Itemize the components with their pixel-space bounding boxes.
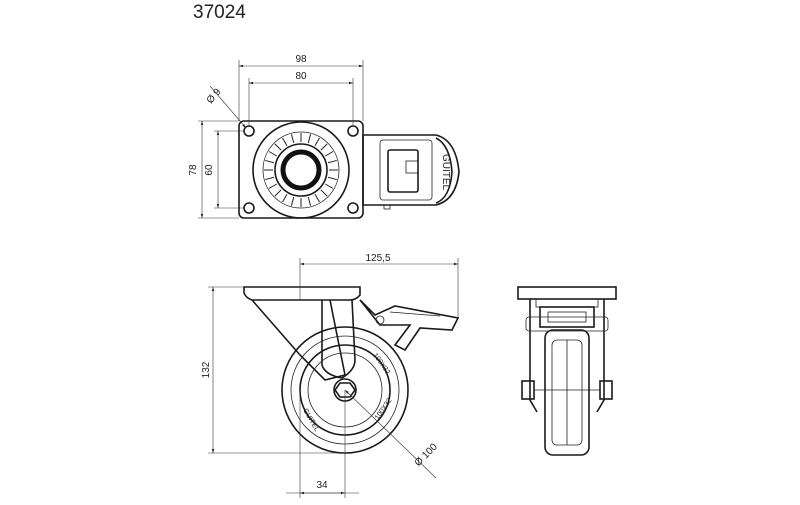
king-pin-housing [274,143,328,197]
fork-leg [251,299,346,381]
brake-latch-top [405,160,419,174]
swivel-rib [314,193,320,203]
brand-mark: GUITEL [440,154,451,191]
mount-hole-br [347,202,359,214]
fork-right [596,299,605,413]
part-number: 37024 [193,2,246,23]
swivel-rib [307,134,312,144]
brake-lever [359,299,460,352]
dim-offset: 34 [316,480,328,491]
brake-end-cap [435,137,453,204]
dim-hole-spacing-y: 60 [204,164,215,176]
swivel-rib [324,183,334,189]
dim-height: 132 [201,361,212,378]
brake-pedal-top [387,149,419,193]
front-top-plate [517,286,617,300]
swivel-rib [282,193,288,203]
fork-left [529,299,538,413]
brake-pivot [375,315,385,325]
wheel-brand-mark: GUITEL [301,408,320,433]
swivel-rib [290,196,295,206]
swivel-rib [324,151,334,157]
swivel-rib [268,183,278,189]
dim-wheel-diameter: Ø 100 [413,441,440,468]
mount-hole-bl [243,202,255,214]
swivel-ring-inner [262,131,340,209]
swivel-rib [265,176,275,181]
swivel-rib [274,189,282,197]
kingpin-column [321,299,356,379]
axle-nut-right [599,380,613,400]
swivel-rib [282,137,288,147]
swivel-rib [268,151,278,157]
swivel-rib [320,189,328,197]
swivel-rib [314,137,320,147]
dim-hole-spacing-x: 80 [295,71,307,82]
top-view: GUITEL 98 80 Ø 9 78 60 [188,54,460,219]
side-view: 100X32 100X32 GUITEL 125,5 132 34 Ø 100 [201,253,460,498]
swivel-rib [327,176,337,181]
swivel-rib [320,143,328,151]
king-pin [280,149,322,191]
wheel-marking-top: 100X32 [371,352,391,376]
swivel-rib [265,159,275,164]
swivel-rib [307,196,312,206]
mount-hole-tr [347,125,359,137]
dim-plate-width: 98 [295,54,307,65]
dim-overall-length: 125,5 [365,253,390,264]
swivel-ring-outer [252,121,350,219]
front-view [517,286,617,456]
side-top-plate [243,286,361,301]
brake-lug [383,204,391,210]
front-bearing [535,298,599,308]
axle-hex [334,382,356,398]
brake-frame-top [379,139,433,201]
front-brake-bar [525,316,609,332]
swivel-rib [327,159,337,164]
axle-nut-left [521,380,535,400]
dim-hole-diameter: Ø 9 [205,86,224,106]
brake-housing-top [362,134,460,206]
swivel-rib [274,143,282,151]
dim-plate-height: 78 [188,164,199,176]
swivel-rib [290,134,295,144]
swivel-ribs [264,133,338,207]
front-wheel [544,329,590,456]
